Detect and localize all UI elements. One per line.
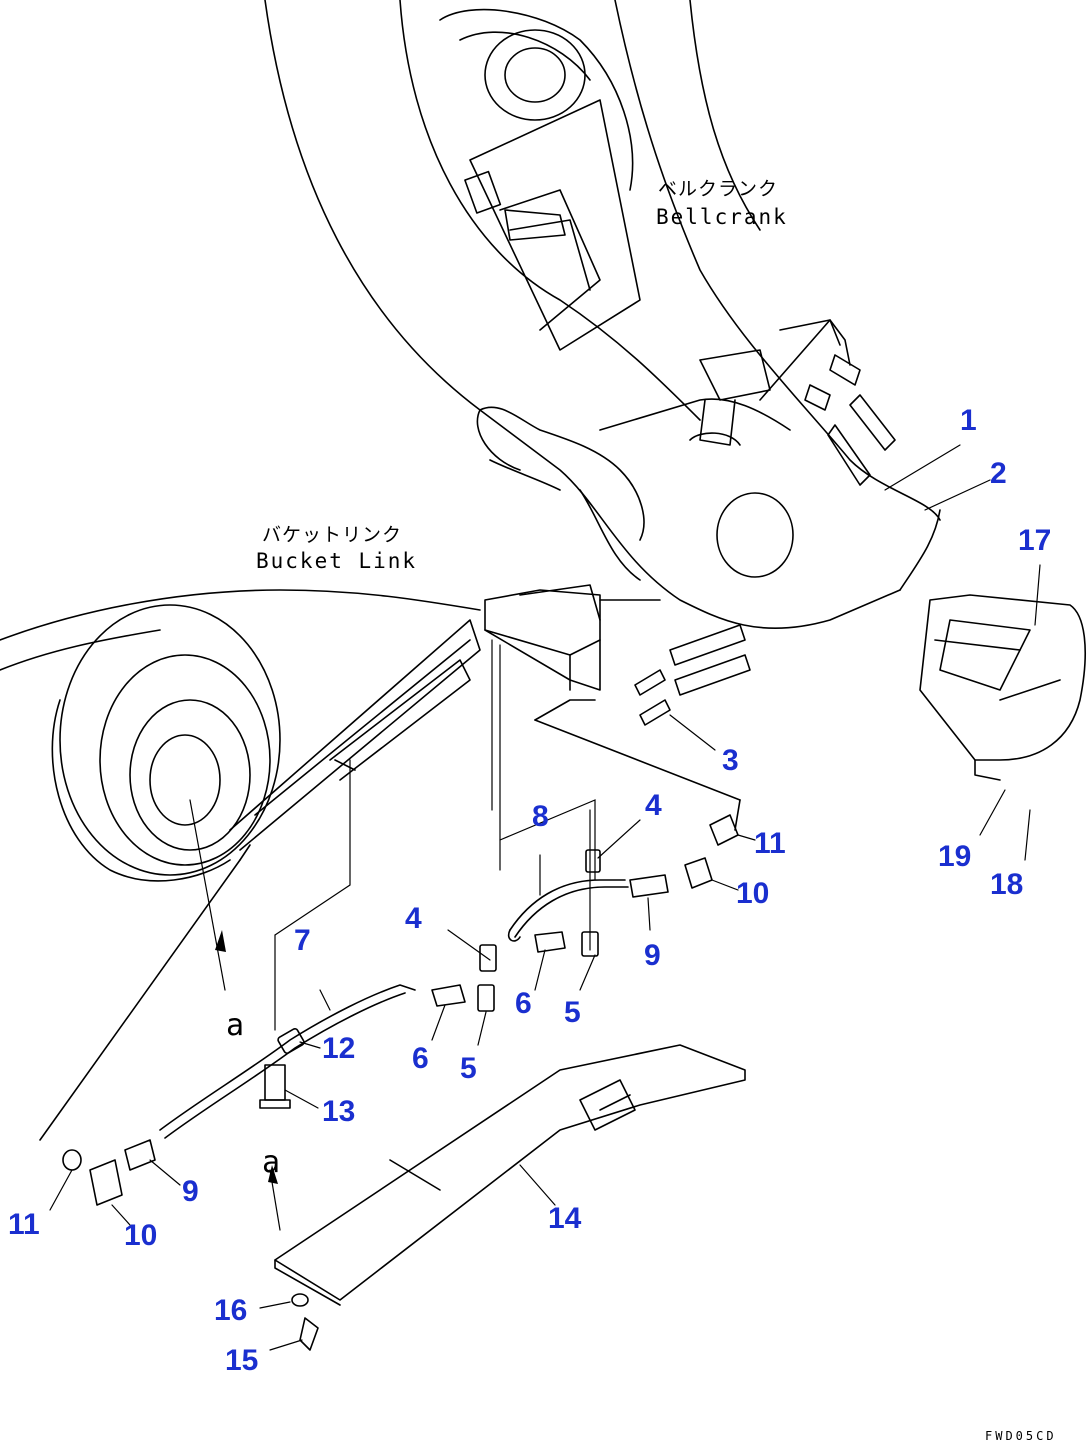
leader-lines	[49, 444, 1041, 1351]
callout-4-right: 4	[645, 789, 662, 822]
bolt-set-3	[634, 624, 751, 726]
callout-19: 19	[938, 840, 971, 873]
callout-7: 7	[294, 924, 311, 957]
callout-11-left: 11	[8, 1208, 40, 1241]
callout-15: 15	[225, 1344, 258, 1377]
bellcrank-label-jp: ベルクランク	[658, 178, 778, 200]
callout-9-right: 9	[644, 939, 661, 972]
callout-4-left: 4	[405, 902, 422, 935]
callout-17: 17	[1018, 524, 1051, 557]
callout-6-left: 6	[412, 1042, 429, 1075]
pipe-assembly	[62, 759, 739, 1206]
callout-3: 3	[722, 744, 739, 777]
bolt-set-upper	[804, 354, 896, 486]
callout-8: 8	[532, 800, 549, 833]
callout-13: 13	[322, 1095, 355, 1128]
callout-2: 2	[990, 457, 1007, 490]
view-a-label-top: a	[226, 1008, 244, 1043]
bellcrank-label-en: Bellcrank	[656, 205, 788, 229]
view-a-label-bottom: a	[262, 1145, 280, 1180]
view-arrows	[189, 799, 281, 1231]
bucket-link-label-jp: バケットリンク	[262, 524, 402, 546]
callout-10-left: 10	[124, 1219, 157, 1252]
bucket-link-label-en: Bucket Link	[256, 549, 417, 573]
fittings-lower	[62, 814, 739, 1206]
callout-18: 18	[990, 868, 1023, 901]
callout-1: 1	[960, 404, 977, 437]
callout-14: 14	[548, 1202, 582, 1235]
bucket-link-drawing	[0, 589, 481, 1141]
drawing-code: FWD05CD	[985, 1429, 1057, 1443]
callout-6-right: 6	[515, 987, 532, 1020]
callout-9-left: 9	[182, 1175, 199, 1208]
callout-10-right: 10	[736, 877, 769, 910]
cover-14-drawing	[274, 1044, 746, 1351]
bracket-drawing	[484, 584, 751, 951]
callout-11-right: 11	[754, 827, 786, 860]
callout-5-left: 5	[460, 1052, 477, 1085]
callout-5-right: 5	[564, 996, 581, 1029]
callout-12: 12	[322, 1032, 355, 1065]
cover-17-drawing	[919, 594, 1086, 781]
bellcrank-drawing	[264, 0, 941, 630]
callout-16: 16	[214, 1294, 247, 1327]
